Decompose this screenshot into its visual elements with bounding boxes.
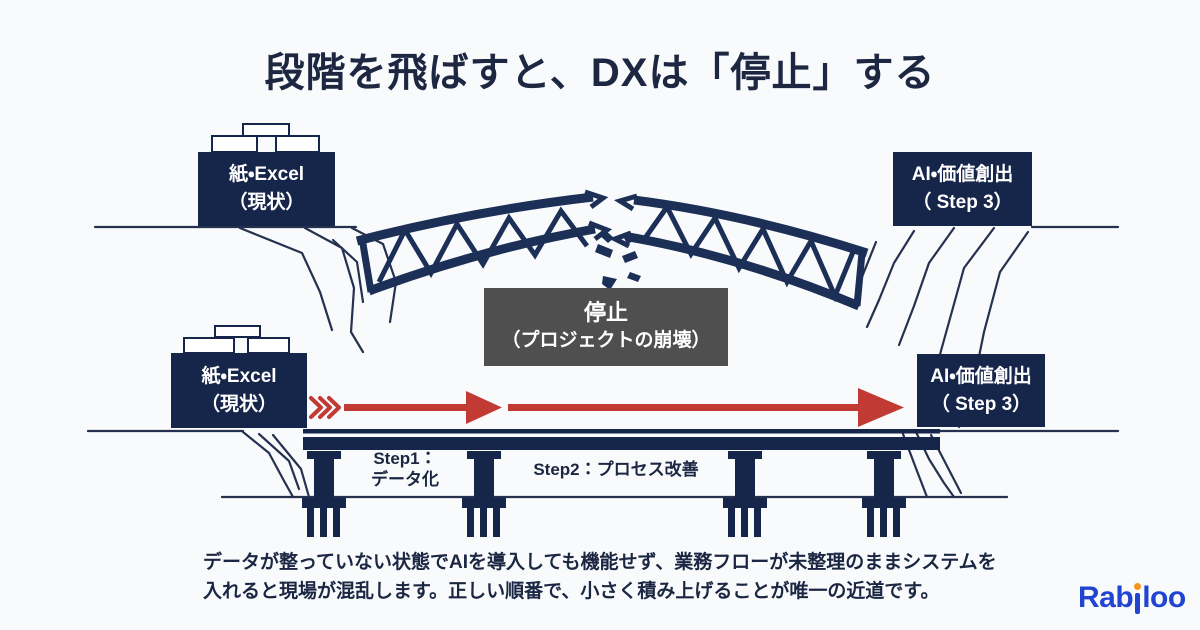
stacked-box <box>242 123 290 137</box>
upper-current-state-label-line1: 紙・Excel <box>228 164 305 186</box>
footer-caption-line2: 入れると現場が混乱します。正しい順番で、小さく積み上げることが唯一の近道です。 <box>203 581 940 602</box>
falling-debris-icon <box>595 229 641 290</box>
lower-current-state-label-line2: （現状） <box>200 393 277 415</box>
page-title: 段階を飛ばすと、DXは「停止」する <box>264 51 936 95</box>
footer-caption: データが整っていない状態でAIを導入しても機能せず、業務フローが未整理のままシス… <box>203 548 1018 606</box>
step1-label-line2: データ化 <box>371 470 439 489</box>
logo-i-dot-icon <box>1134 583 1142 614</box>
red-progress-arrow-icon <box>309 388 904 427</box>
upper-goal-box: AI・価値創出 （ Step 3） <box>893 152 1032 226</box>
logo-text-part1: Rab <box>1078 581 1134 614</box>
broken-truss-bridge-icon <box>355 189 869 311</box>
upper-current-state-label-line2: （現状） <box>228 192 305 213</box>
upper-current-state-box: 紙・Excel （現状） <box>198 152 335 226</box>
step2-label: Step2：プロセス改善 <box>533 460 699 479</box>
stacked-box <box>214 325 261 338</box>
rabiloo-logo: Rab loo <box>1078 581 1186 615</box>
stop-failure-box: 停止 （プロジェクトの崩壊） <box>484 288 728 366</box>
lower-current-state-label-line1: 紙・Excel <box>201 365 277 387</box>
stop-label: 停止 <box>583 300 628 326</box>
upper-goal-label-line1: AI・価値創出 <box>911 164 1014 186</box>
stacked-box <box>211 135 258 153</box>
girder-bridge-with-piers-icon <box>302 429 940 537</box>
logo-text-part2: loo <box>1142 581 1186 614</box>
stacked-box <box>247 337 290 354</box>
step1-label: Step1： データ化 <box>348 448 462 490</box>
lower-current-state-box: 紙・Excel （現状） <box>171 353 307 428</box>
step1-label-line1: Step1： <box>373 449 437 468</box>
upper-goal-label-line2: （ Step 3） <box>912 192 1013 213</box>
stacked-box <box>275 135 320 153</box>
lower-goal-label-line1: AI・価値創出 <box>930 365 1032 387</box>
stacked-box <box>183 337 235 354</box>
footer-caption-line1: データが整っていない状態でAIを導入しても機能せず、業務フローが未整理のままシス… <box>203 552 997 573</box>
lower-goal-box: AI・価値創出 （ Step 3） <box>917 354 1045 427</box>
lower-goal-label-line2: （ Step 3） <box>930 393 1032 415</box>
stop-sublabel: （プロジェクトの崩壊） <box>501 330 711 351</box>
